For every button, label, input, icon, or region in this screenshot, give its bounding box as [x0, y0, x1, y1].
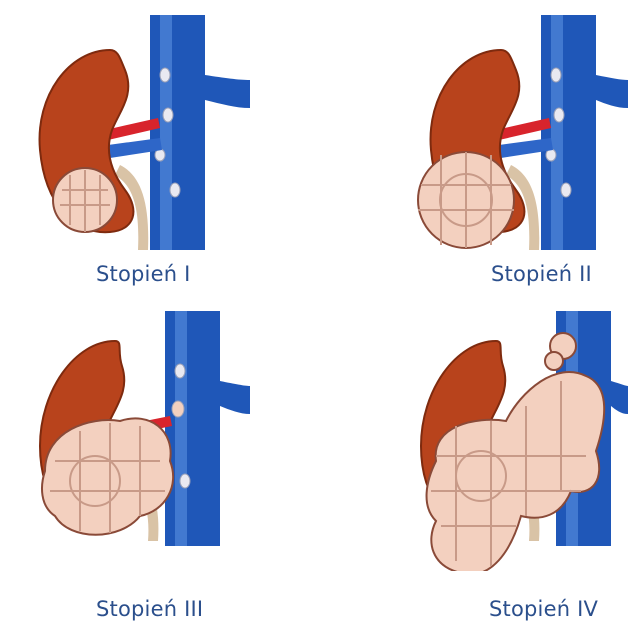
stage-4-illustration — [316, 311, 631, 571]
stage-caption: Stopień II — [491, 262, 592, 286]
stage-1-panel: Stopień I — [0, 0, 315, 311]
tumor — [418, 152, 514, 248]
stage-caption: Stopień I — [96, 262, 190, 286]
stage-1-illustration — [0, 0, 315, 260]
stage-caption: Stopień IV — [489, 597, 598, 621]
tumor — [53, 168, 117, 232]
stage-3-panel: Stopień III — [0, 311, 315, 622]
vein — [541, 15, 628, 250]
stage-caption: Stopień III — [96, 597, 203, 621]
stage-2-illustration — [316, 0, 631, 260]
vein — [150, 15, 250, 250]
vein — [165, 311, 250, 546]
stage-2-panel: Stopień II — [316, 0, 631, 311]
stage-4-panel: Stopień IV — [316, 311, 631, 622]
stage-3-illustration — [0, 311, 315, 571]
